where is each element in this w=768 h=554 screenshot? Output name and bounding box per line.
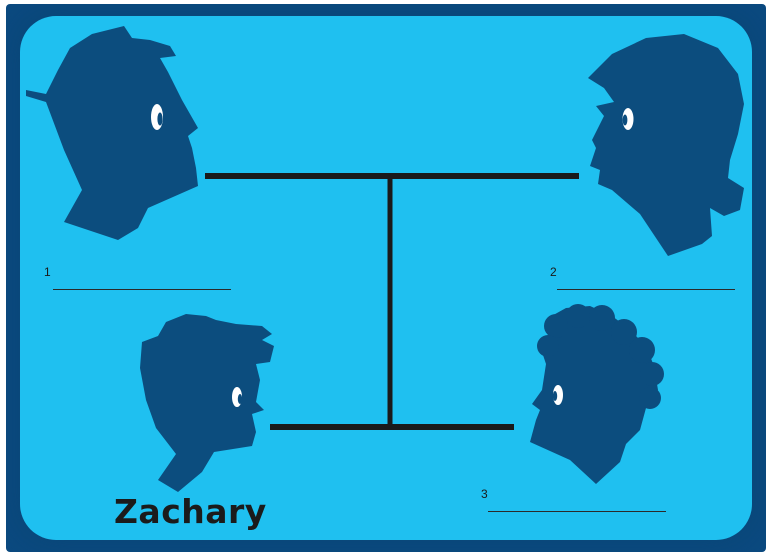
blank-number-2: 2 bbox=[550, 265, 557, 279]
answer-line-1[interactable] bbox=[53, 289, 231, 290]
eye-pupil bbox=[622, 114, 628, 126]
curly-hair bbox=[537, 304, 664, 409]
male-head-silhouette-icon bbox=[26, 26, 198, 240]
blank-number-3: 3 bbox=[481, 487, 488, 501]
eye-pupil bbox=[157, 112, 163, 126]
blank-number-1: 1 bbox=[44, 265, 51, 279]
curly-hair-head-silhouette-icon bbox=[530, 304, 664, 484]
eye-pupil bbox=[552, 391, 558, 401]
female-head-silhouette-icon bbox=[588, 34, 744, 256]
answer-line-3[interactable] bbox=[488, 511, 666, 512]
answer-line-2[interactable] bbox=[557, 289, 735, 290]
connector-lines bbox=[205, 173, 579, 430]
boy-head-silhouette-icon bbox=[140, 314, 274, 492]
eye-pupil bbox=[237, 394, 243, 404]
name-label: Zachary bbox=[114, 492, 267, 531]
